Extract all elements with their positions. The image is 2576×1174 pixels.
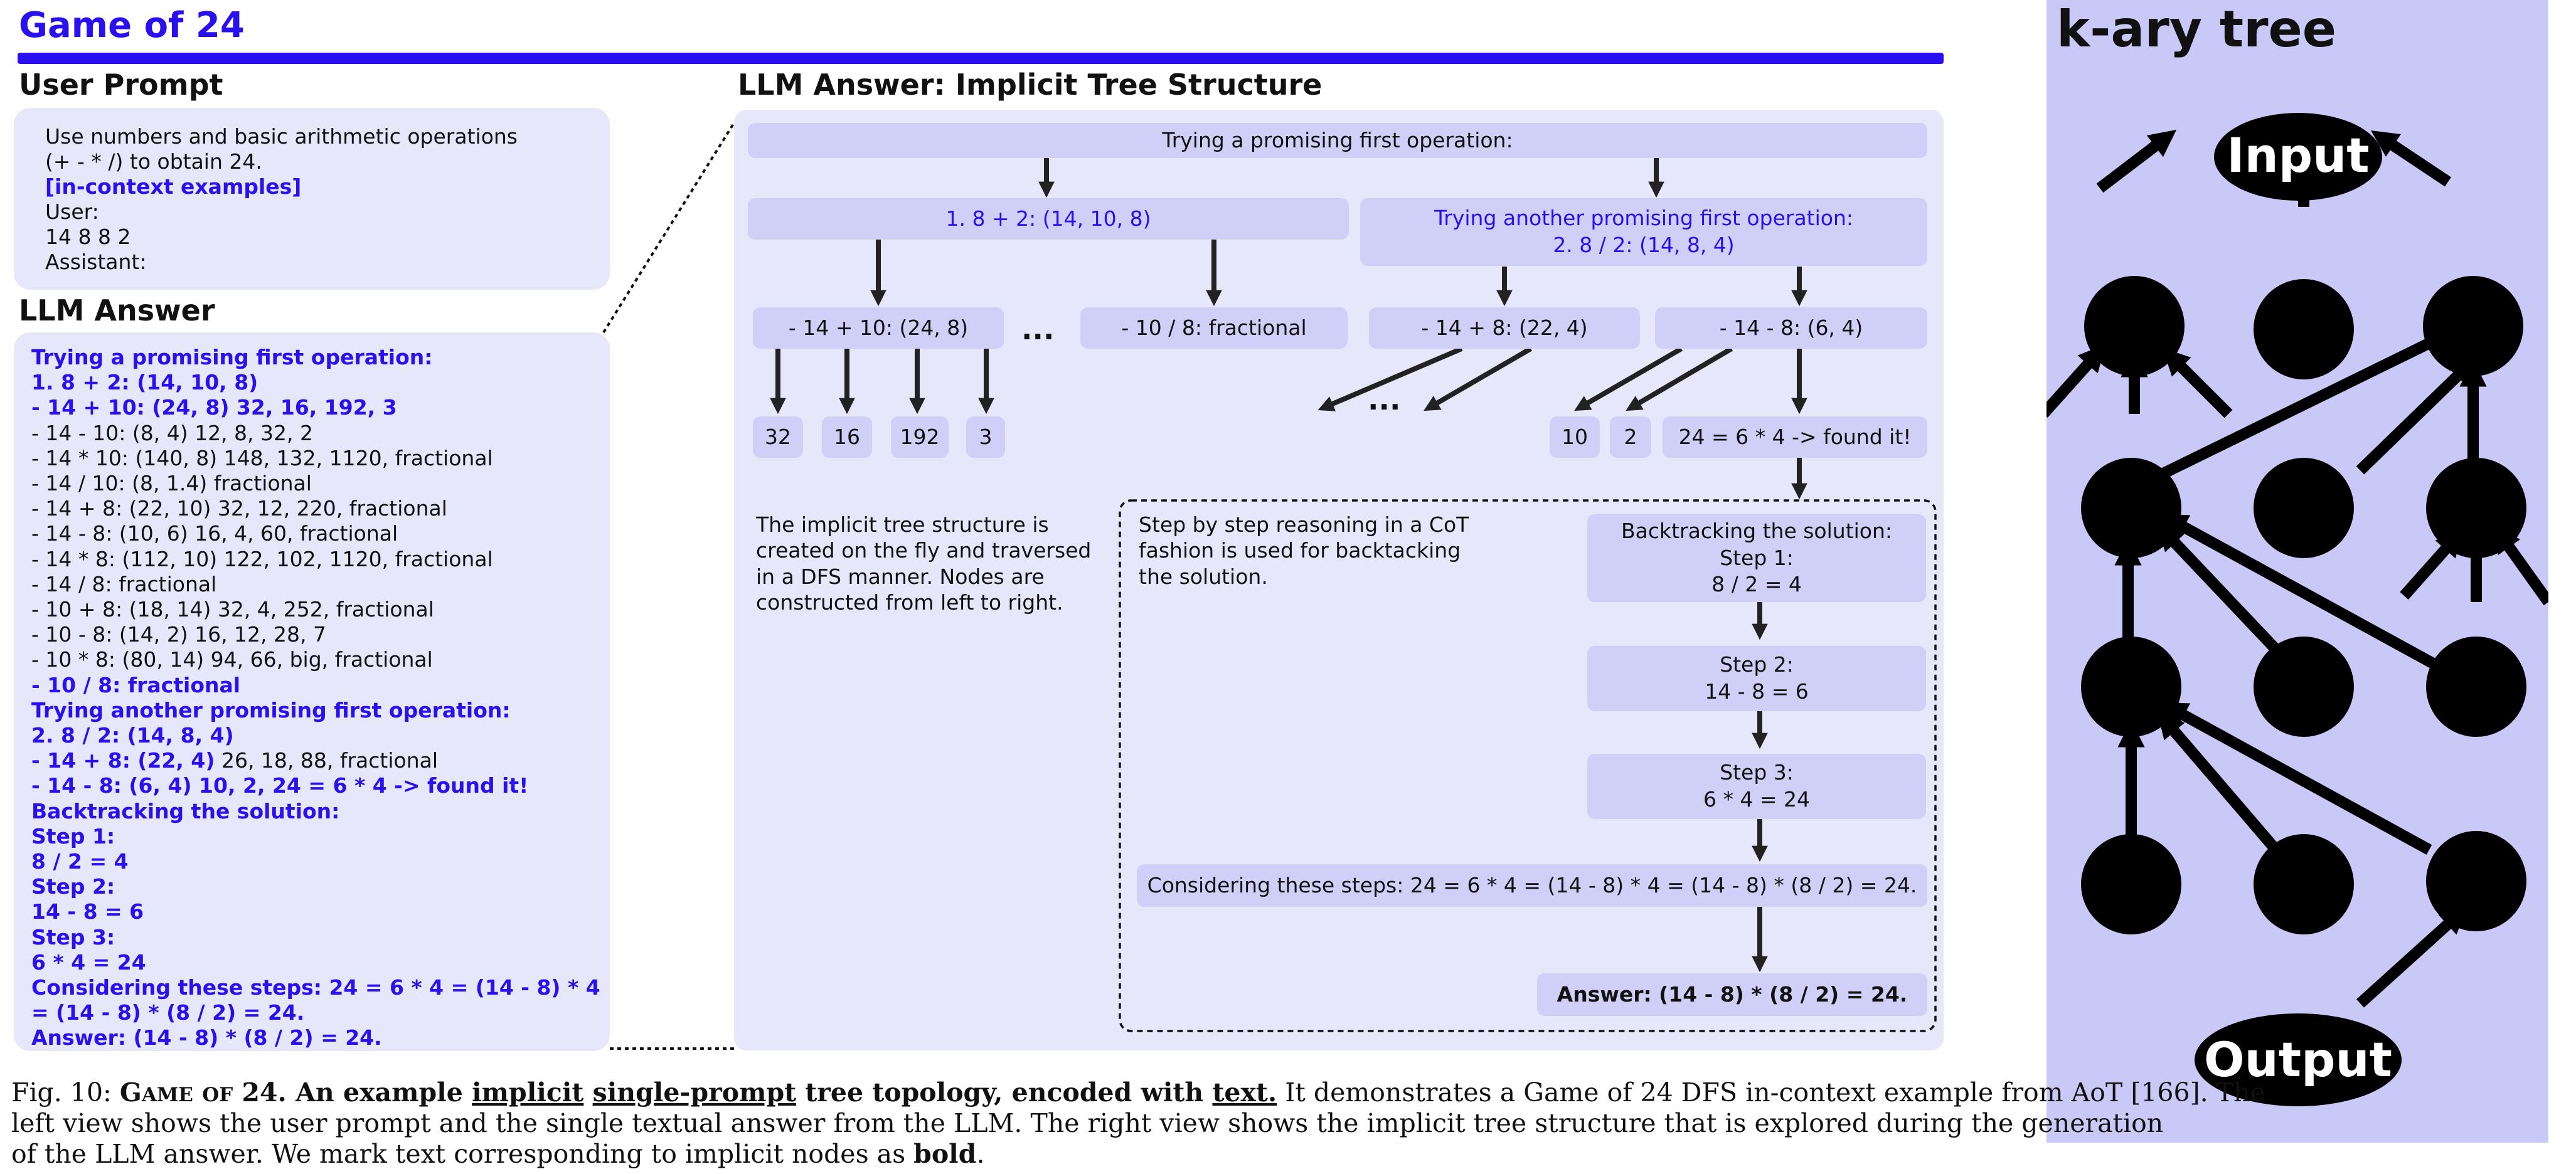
considering-node: Considering these steps: 24 = 6 * 4 = (1… bbox=[1137, 864, 1927, 907]
tree-node-14p10: - 14 + 10: (24, 8) bbox=[753, 307, 1004, 349]
llm-answer-panel: Trying a promising first operation:1. 8 … bbox=[14, 332, 610, 1051]
tree-node-circle bbox=[2081, 834, 2181, 934]
prompt-line: (+ - * /) to obtain 24. bbox=[45, 149, 262, 174]
note-left: The implicit tree structure is created o… bbox=[756, 512, 1092, 615]
answer-line: - 14 - 8: (6, 4) 10, 2, 24 = 6 * 4 -> fo… bbox=[31, 773, 529, 798]
answer-line: - 14 / 8: fractional bbox=[31, 571, 217, 596]
answer-line: Step 1: bbox=[31, 823, 115, 849]
tree-node-circle bbox=[2426, 637, 2526, 737]
step3-node: Step 3: 6 * 4 = 24 bbox=[1587, 754, 1926, 819]
figure-caption: Fig. 10: GAME OF 24. An example implicit… bbox=[11, 1077, 2265, 1170]
answer-line: - 10 - 8: (14, 2) 16, 12, 28, 7 bbox=[31, 622, 326, 647]
tree-root-node: Trying a promising first operation: bbox=[748, 123, 1927, 158]
answer-line: - 10 / 8: fractional bbox=[31, 672, 241, 697]
kary-title: k-ary tree bbox=[2057, 0, 2337, 58]
tree-node-circle bbox=[2084, 276, 2185, 376]
answer-line: Trying another promising first operation… bbox=[31, 697, 511, 722]
answer-line: - 14 + 10: (24, 8) 32, 16, 192, 3 bbox=[31, 395, 397, 420]
found-node: 24 = 6 * 4 -> found it! bbox=[1663, 416, 1927, 458]
note-right: Step by step reasoning in a CoT fashion … bbox=[1139, 512, 1469, 589]
caption-line-2: left view shows the user prompt and the … bbox=[11, 1108, 2164, 1139]
ellipsis: ... bbox=[1021, 312, 1055, 346]
tree-node-circle bbox=[2423, 276, 2523, 376]
answer-line: 8 / 2 = 4 bbox=[31, 849, 129, 874]
caption-line-1: Fig. 10: GAME OF 24. An example implicit… bbox=[11, 1077, 2265, 1108]
op2-line: 2. 8 / 2: (14, 8, 4) bbox=[1553, 233, 1735, 257]
leaf-node: 10 bbox=[1550, 416, 1600, 458]
answer-line: - 14 - 8: (10, 6) 16, 4, 60, fractional bbox=[31, 521, 398, 546]
backtrack-node: Backtracking the solution: Step 1: 8 / 2… bbox=[1587, 514, 1926, 602]
leaf-node: 16 bbox=[822, 416, 872, 458]
tree-node-circle bbox=[2426, 831, 2526, 931]
tree-node-circle bbox=[2081, 458, 2181, 558]
leaf-node: 32 bbox=[753, 416, 803, 458]
tree-node-circle bbox=[2426, 458, 2526, 558]
answer-node: Answer: (14 - 8) * (8 / 2) = 24. bbox=[1537, 973, 1927, 1016]
answer-line: - 14 - 10: (8, 4) 12, 8, 32, 2 bbox=[31, 420, 313, 445]
op2-line: Trying another promising first operation… bbox=[1434, 206, 1853, 231]
tree-node-circle bbox=[2254, 279, 2354, 379]
user-prompt-panel: Use numbers and basic arithmetic operati… bbox=[14, 108, 610, 290]
step2-node: Step 2: 14 - 8 = 6 bbox=[1587, 646, 1926, 711]
input-node bbox=[2214, 113, 2382, 201]
tree-op2-node: Trying another promising first operation… bbox=[1360, 198, 1927, 266]
tree-node-circle bbox=[2254, 834, 2354, 934]
answer-line: 1. 8 + 2: (14, 10, 8) bbox=[31, 370, 258, 395]
answer-line: Backtracking the solution: bbox=[31, 798, 340, 823]
user-prompt-heading: User Prompt bbox=[19, 68, 223, 102]
answer-line: Trying a promising first operation: bbox=[31, 345, 433, 369]
answer-line: - 14 + 8: (22, 10) 32, 12, 220, fraction… bbox=[31, 496, 447, 521]
answer-line: - 14 * 8: (112, 10) 122, 102, 1120, frac… bbox=[31, 546, 493, 571]
answer-line: 14 - 8 = 6 bbox=[31, 899, 144, 924]
answer-line: - 14 * 10: (140, 8) 148, 132, 1120, frac… bbox=[31, 445, 493, 470]
prompt-line: User: bbox=[45, 199, 99, 224]
answer-line: - 14 / 10: (8, 1.4) fractional bbox=[31, 471, 312, 495]
answer-line: - 10 * 8: (80, 14) 94, 66, big, fraction… bbox=[31, 647, 433, 672]
answer-line: Step 3: bbox=[31, 924, 115, 949]
ellipsis: ... bbox=[1368, 383, 1401, 416]
tree-node-10d8: - 10 / 8: fractional bbox=[1080, 307, 1348, 349]
answer-line: - 14 + 8: (22, 4) 26, 18, 88, fractional bbox=[31, 748, 439, 773]
prompt-line: Assistant: bbox=[45, 250, 147, 274]
tree-node-circle bbox=[2254, 637, 2354, 737]
answer-line: 6 * 4 = 24 bbox=[31, 949, 146, 975]
answer-line: Answer: (14 - 8) * (8 / 2) = 24. bbox=[31, 1025, 382, 1050]
prompt-line: 14 8 8 2 bbox=[45, 225, 131, 249]
caption-line-3: of the LLM answer. We mark text correspo… bbox=[11, 1139, 985, 1170]
answer-line: = (14 - 8) * (8 / 2) = 24. bbox=[31, 1000, 305, 1025]
leaf-node: 192 bbox=[891, 416, 949, 458]
prompt-line: [in-context examples] bbox=[45, 174, 302, 199]
tree-node-circle bbox=[2081, 637, 2181, 737]
page-title: Game of 24 bbox=[19, 5, 245, 46]
output-label: Output bbox=[2204, 1032, 2392, 1087]
answer-line: - 10 + 8: (18, 14) 32, 4, 252, fractiona… bbox=[31, 597, 434, 621]
leaf-node: 3 bbox=[966, 416, 1005, 458]
prompt-line: Use numbers and basic arithmetic operati… bbox=[45, 124, 518, 149]
output-node bbox=[2195, 1013, 2402, 1106]
llm-answer-heading: LLM Answer bbox=[19, 294, 215, 327]
tree-node-14p8: - 14 + 8: (22, 4) bbox=[1369, 307, 1640, 349]
answer-line: Step 2: bbox=[31, 874, 115, 899]
input-label: Input bbox=[2227, 127, 2369, 183]
tree-node-circle bbox=[2254, 458, 2354, 558]
answer-line: Considering these steps: 24 = 6 * 4 = (1… bbox=[31, 975, 600, 1000]
tree-node-14m8: - 14 - 8: (6, 4) bbox=[1655, 307, 1927, 349]
answer-line: 2. 8 / 2: (14, 8, 4) bbox=[31, 723, 234, 748]
kary-tree-diagram: Input Output bbox=[2046, 113, 2548, 1106]
tree-op1-node: 1. 8 + 2: (14, 10, 8) bbox=[748, 198, 1349, 240]
title-rule bbox=[18, 53, 1944, 64]
tree-heading: LLM Answer: Implicit Tree Structure bbox=[738, 68, 1323, 102]
leaf-node: 2 bbox=[1610, 416, 1651, 458]
